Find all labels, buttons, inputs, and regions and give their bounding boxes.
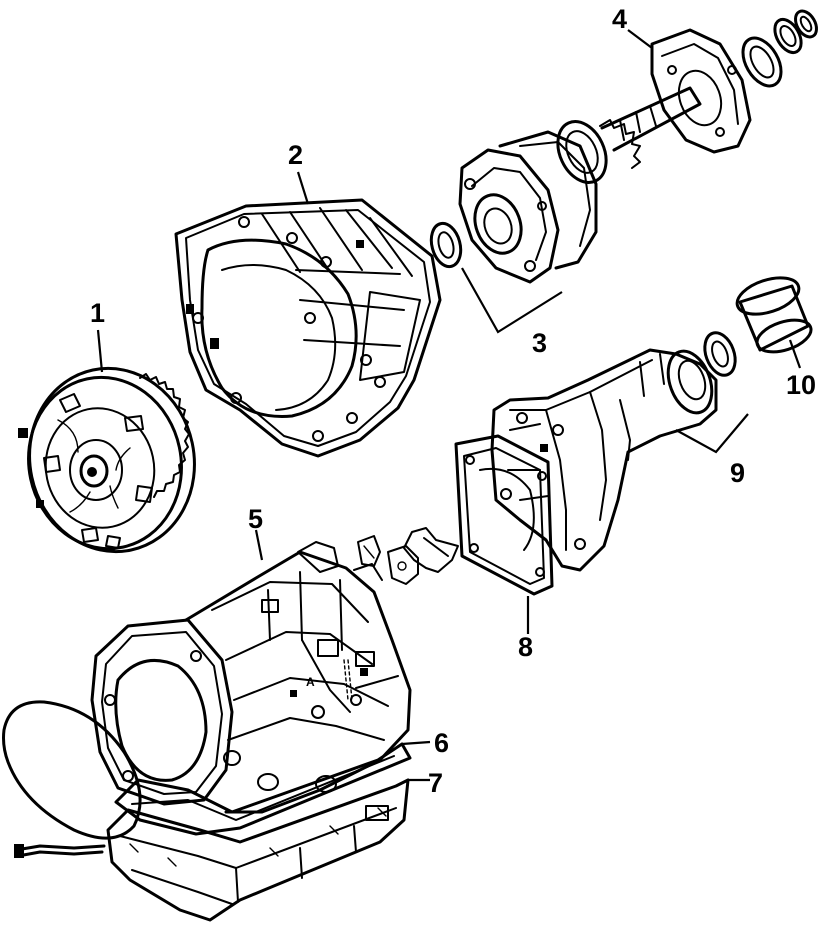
callout-2: 2 [288, 140, 303, 170]
case-seal-ring [2, 700, 142, 840]
case-letter-a: A [306, 675, 315, 689]
callout-5: 5 [248, 504, 263, 534]
callout-3: 3 [532, 328, 547, 358]
callout-labels: 1 2 3 4 5 6 7 8 9 10 [90, 4, 816, 798]
callout-4: 4 [612, 4, 627, 34]
callout-7: 7 [428, 768, 443, 798]
callout-9: 9 [730, 458, 745, 488]
part-8-extension-gasket [454, 434, 554, 596]
part-5-transmission-case: A [14, 529, 412, 858]
part-10-dust-boot [735, 276, 813, 369]
part-2-converter-housing [174, 198, 442, 458]
callout-8: 8 [518, 632, 533, 662]
part-4-stator-shaft [556, 9, 818, 184]
callout-6: 6 [434, 728, 449, 758]
bracket-parts [357, 527, 459, 585]
part-6-pan-gasket [114, 740, 431, 836]
callout-10: 10 [786, 370, 816, 400]
part-7-oil-pan [106, 778, 430, 922]
part-1-torque-converter [18, 366, 196, 554]
part-9-extension-housing [490, 331, 749, 572]
part-3-oil-pump [429, 130, 598, 334]
callout-1: 1 [90, 298, 105, 328]
